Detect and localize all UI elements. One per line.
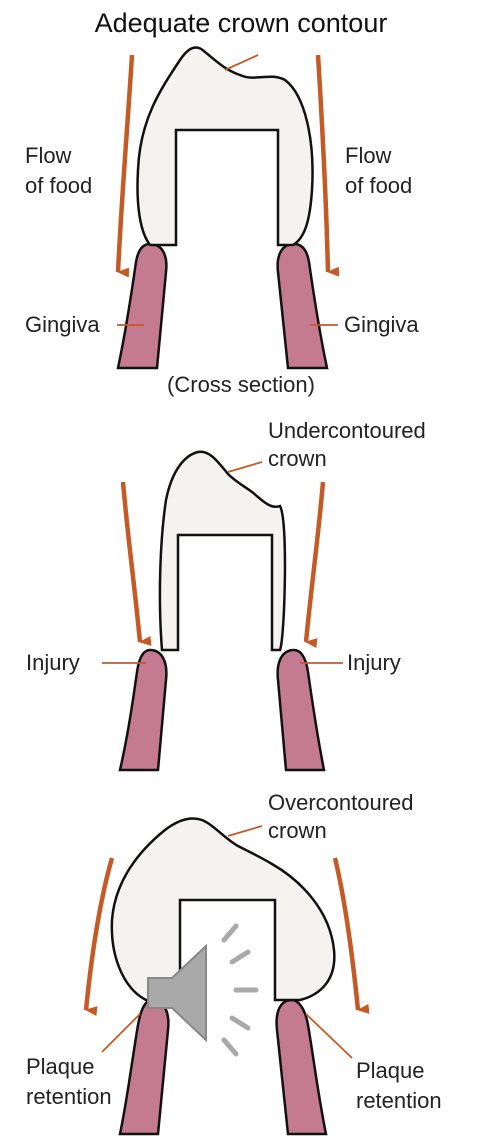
- flow-arrow-left-1: [118, 55, 132, 272]
- injury-left-label: Injury: [26, 650, 80, 675]
- adequate-crown-shape: [138, 47, 313, 245]
- flow-arrow-right-2: [306, 482, 323, 642]
- plaque-right-line1: Plaque: [356, 1058, 425, 1083]
- gingiva-left-shape: [118, 244, 166, 368]
- flow-arrow-left-3: [86, 858, 112, 1010]
- plaque-left-line1: Plaque: [26, 1054, 95, 1079]
- gingiva-left-label: Gingiva: [25, 312, 100, 337]
- gingiva-left-shape-2: [120, 650, 166, 770]
- flow-left-line2: of food: [25, 173, 92, 198]
- diagram-title: Adequate crown contour: [95, 8, 388, 38]
- undercontoured-crown-shape: [160, 452, 285, 650]
- flow-left-line1: Flow: [25, 143, 72, 168]
- gingiva-right-shape-2: [278, 650, 324, 770]
- flow-arrow-right-1: [318, 55, 328, 272]
- panel-undercontoured: Undercontoured crown Injury Injury: [26, 418, 426, 770]
- overcontoured-label-line2: crown: [268, 818, 327, 843]
- crown-leader-2: [228, 462, 262, 472]
- undercontoured-label-line1: Undercontoured: [268, 418, 426, 443]
- panel-adequate: Flow of food Flow of food Gingiva Gingiv…: [25, 47, 419, 397]
- gingiva-right-shape: [278, 244, 327, 368]
- flow-right-line2: of food: [345, 173, 412, 198]
- flow-arrow-right-3: [335, 858, 358, 1010]
- cross-section-caption: (Cross section): [167, 372, 315, 397]
- plaque-right-line2: retention: [356, 1088, 442, 1113]
- gingiva-right-label: Gingiva: [344, 312, 419, 337]
- overcontoured-crown-shape: [112, 818, 335, 1000]
- flow-arrow-left-2: [123, 482, 140, 642]
- gingiva-right-shape-3: [277, 1000, 326, 1134]
- injury-right-label: Injury: [347, 650, 401, 675]
- overcontoured-label-line1: Overcontoured: [268, 790, 414, 815]
- gingiva-left-shape-3: [120, 1000, 168, 1134]
- flow-right-line1: Flow: [345, 143, 392, 168]
- crown-leader-3: [228, 826, 262, 836]
- crown-leader-1: [225, 55, 258, 70]
- plaque-left-line2: retention: [26, 1084, 112, 1109]
- undercontoured-label-line2: crown: [268, 446, 327, 471]
